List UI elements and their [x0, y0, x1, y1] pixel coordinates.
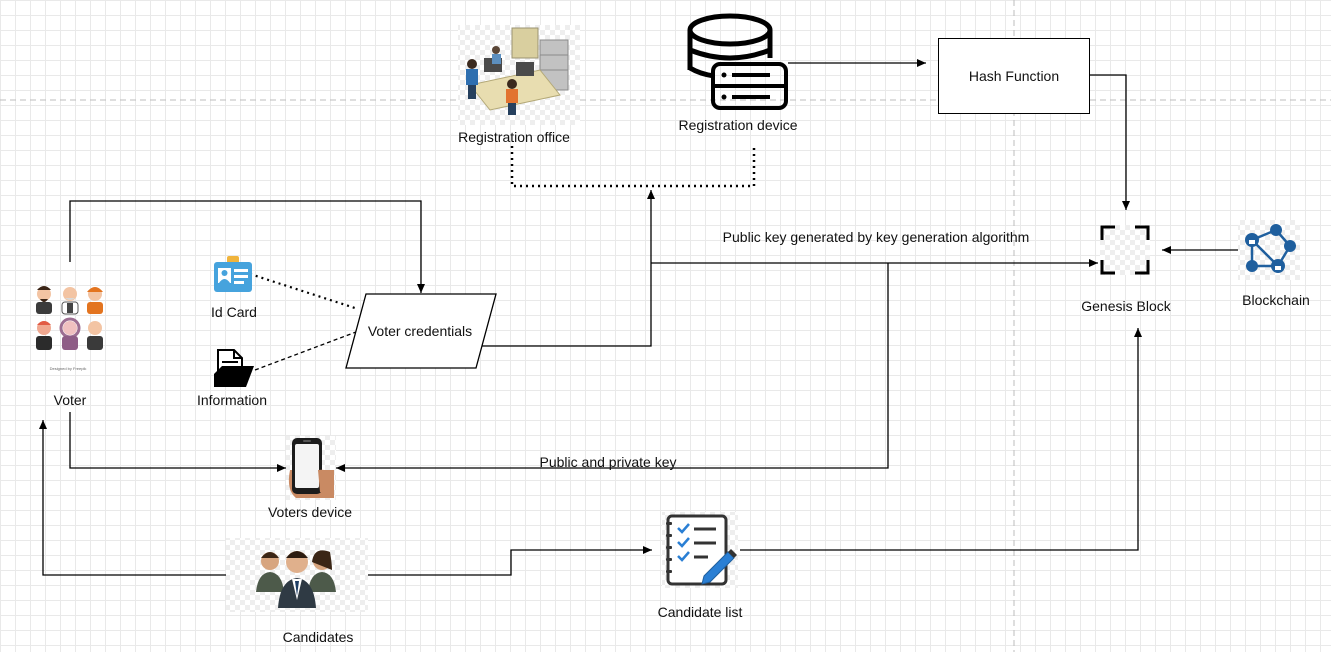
blockchain-label: Blockchain: [1242, 292, 1310, 308]
edge-candidates-to-list: [368, 546, 652, 576]
hash-function-label: Hash Function: [968, 68, 1060, 84]
public-key-edge-label: Public key generated by key generation a…: [722, 229, 1030, 245]
candidate-list-label: Candidate list: [657, 604, 743, 620]
server-database-icon: [687, 13, 788, 110]
voter-credentials-label: Voter credentials: [367, 323, 473, 339]
checklist-icon[interactable]: [662, 512, 738, 588]
edge-registration-dotted: [510, 146, 756, 188]
edge-voter-to-voters-device: [69, 412, 286, 472]
blockchain-network-icon[interactable]: [1238, 220, 1300, 280]
folder-document-icon[interactable]: [214, 349, 254, 387]
edge-candidates-to-voter: [39, 420, 226, 576]
candidates-label: Candidates: [282, 629, 354, 645]
genesis-block-label: Genesis Block: [1081, 298, 1171, 314]
registration-office-label: Registration office: [458, 129, 570, 145]
edge-list-to-genesis: [740, 328, 1142, 551]
public-private-key-edge-label: Public and private key: [539, 454, 677, 470]
information-label: Information: [196, 392, 268, 408]
edge-idcard-dotted: [249, 272, 359, 311]
edge-keys-to-voters-device: [336, 263, 889, 472]
registration-device-label: Registration device: [678, 117, 798, 133]
edge-information-dashed: [254, 331, 357, 371]
edge-voter-to-credentials: [69, 200, 425, 293]
voter-credentials-shape[interactable]: [345, 293, 497, 369]
office-workers-icon: [458, 25, 580, 125]
hash-function-box[interactable]: Hash Function: [938, 38, 1090, 114]
business-people-icon[interactable]: [226, 538, 368, 612]
voter-label: Voter: [53, 392, 87, 408]
edge-credentials-to-registration: [478, 190, 655, 347]
id-card-label: Id Card: [211, 304, 257, 320]
people-group-icon[interactable]: [36, 286, 103, 350]
id-card-icon[interactable]: [214, 256, 252, 292]
voters-device-label: Voters device: [267, 504, 353, 520]
smartphone-icon[interactable]: [286, 436, 336, 500]
voter-icon-caption: Designed by Freepik: [50, 366, 87, 371]
edge-hash-to-genesis: [1088, 74, 1130, 210]
block-frame-icon[interactable]: [1100, 225, 1150, 275]
